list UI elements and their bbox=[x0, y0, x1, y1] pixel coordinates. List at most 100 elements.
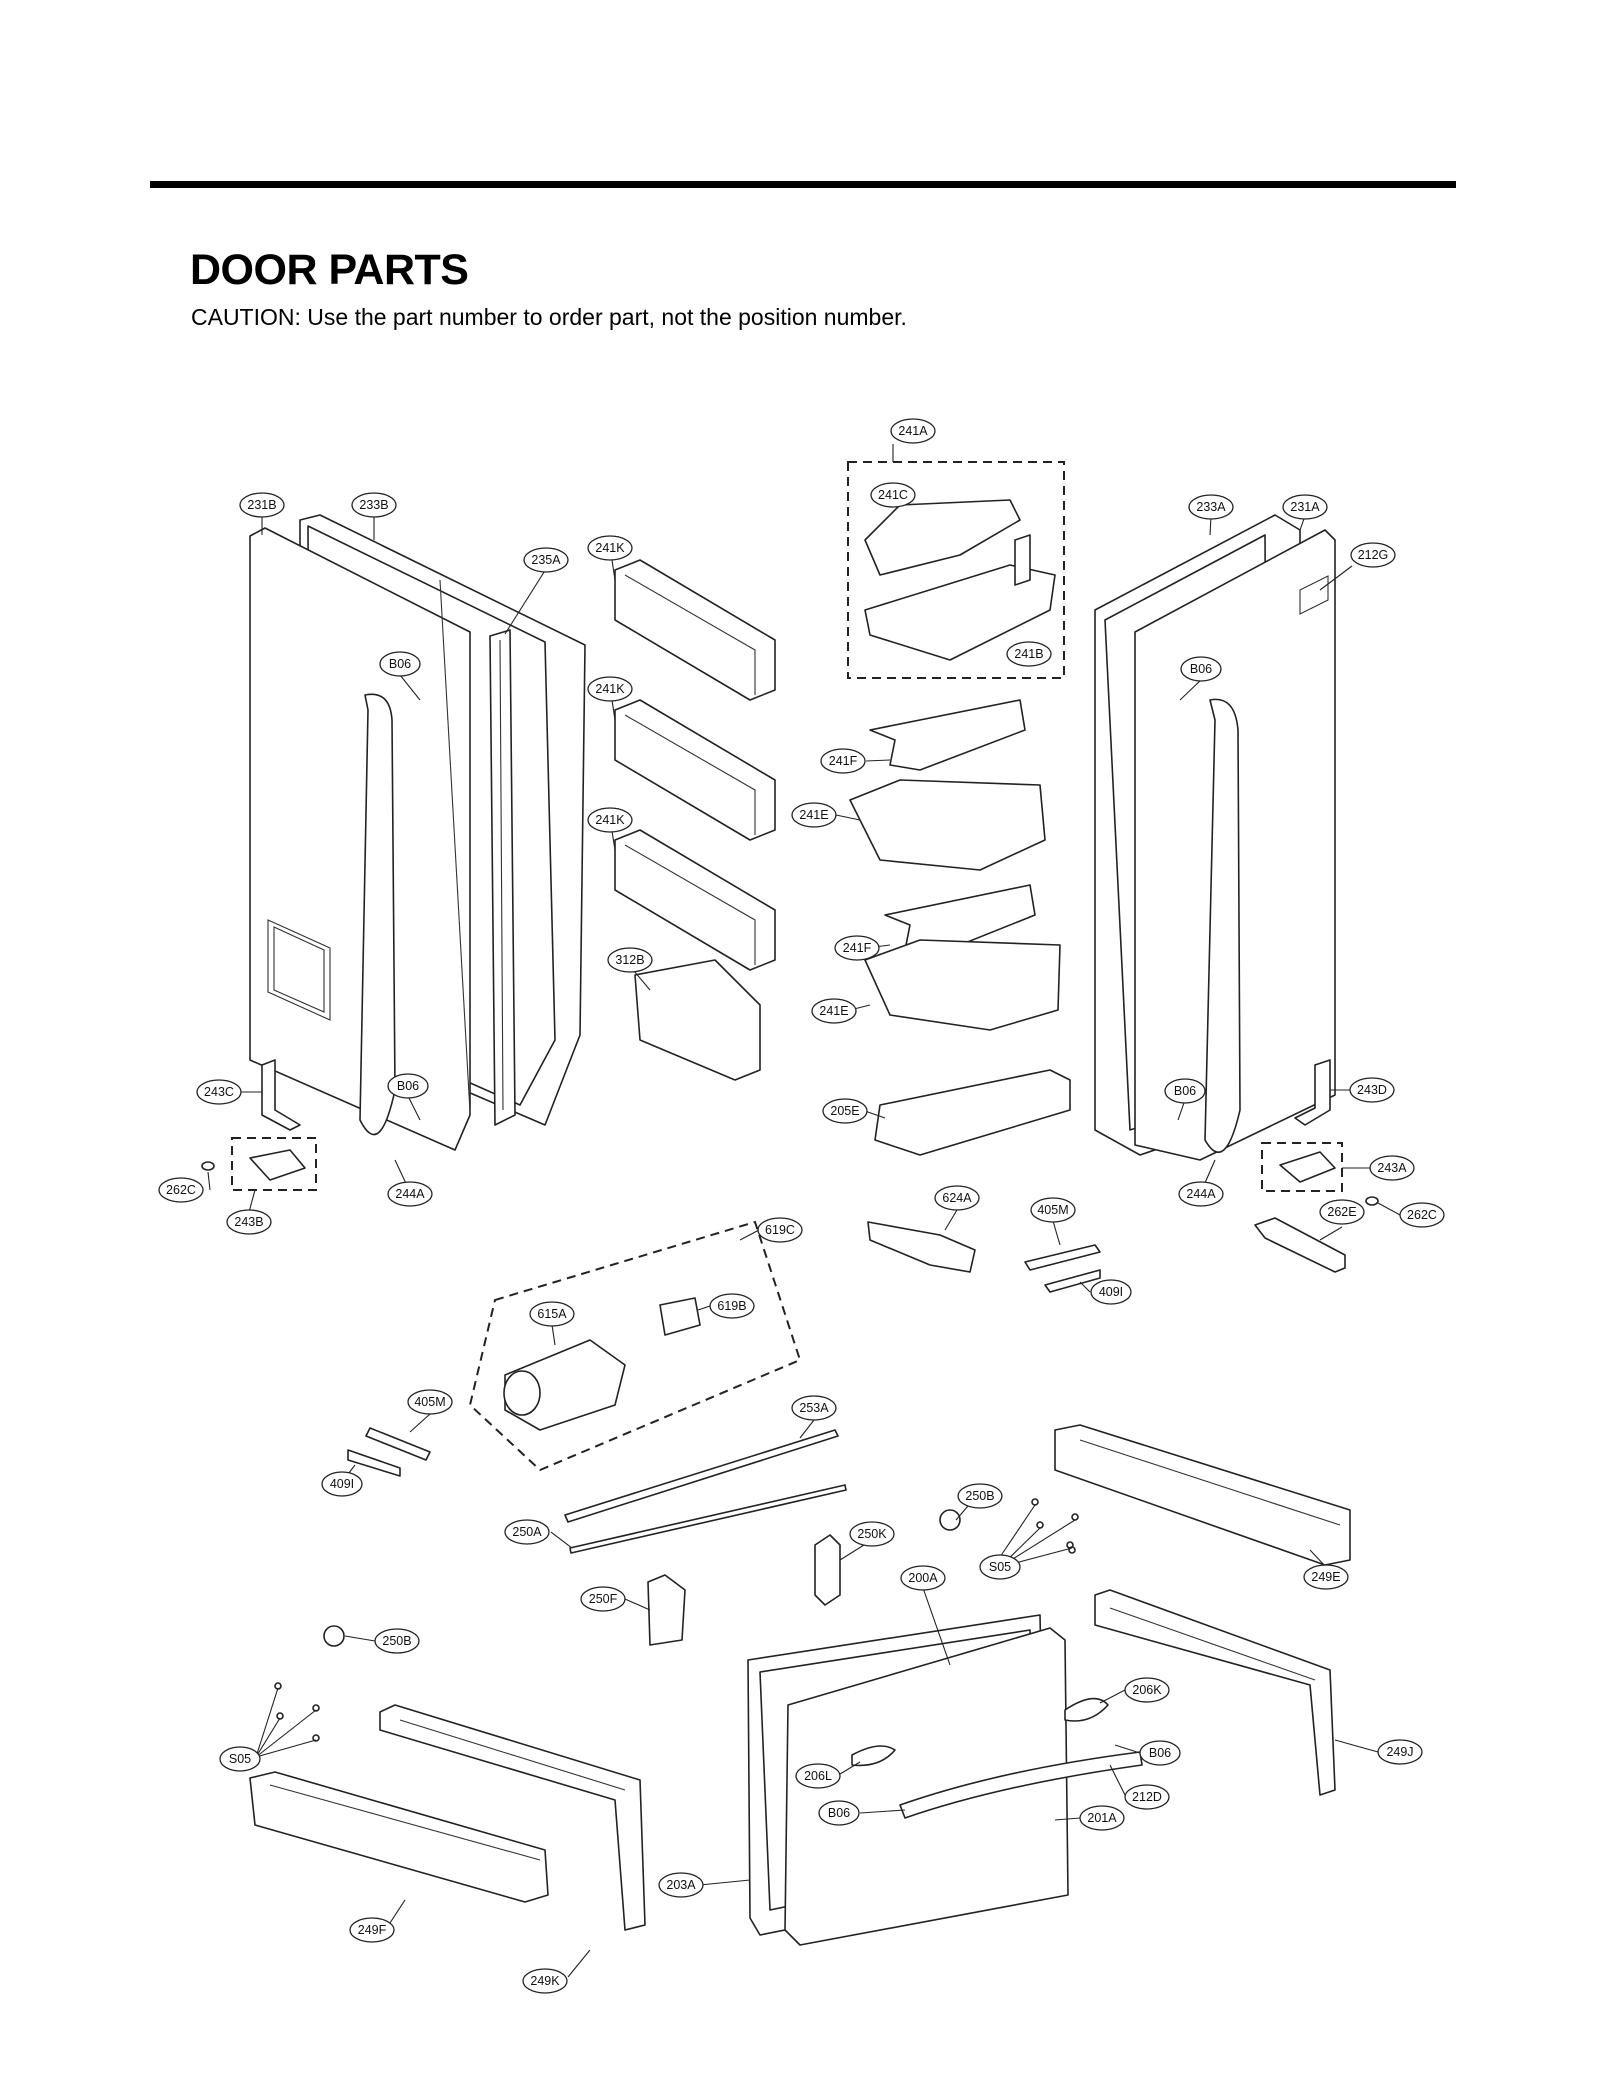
svg-text:624A: 624A bbox=[942, 1191, 972, 1205]
callout-624a: 624A bbox=[934, 1185, 980, 1211]
callout-244a: 244A bbox=[1178, 1181, 1224, 1207]
rails-lower-left bbox=[347, 1427, 431, 1477]
callout-241k: 241K bbox=[587, 807, 633, 833]
svg-text:262C: 262C bbox=[166, 1183, 196, 1197]
callout-249f: 249F bbox=[349, 1917, 395, 1943]
drawer-rail-249j bbox=[1094, 1589, 1336, 1796]
icemaker-valve-group-619c bbox=[468, 1220, 802, 1472]
callout-b06: B06 bbox=[1164, 1078, 1206, 1104]
svg-text:243D: 243D bbox=[1357, 1083, 1387, 1097]
svg-text:262C: 262C bbox=[1407, 1208, 1437, 1222]
svg-text:253A: 253A bbox=[799, 1401, 829, 1415]
callout-262c: 262C bbox=[158, 1177, 204, 1203]
callout-206l: 206L bbox=[795, 1763, 841, 1789]
svg-text:206L: 206L bbox=[804, 1769, 832, 1783]
svg-text:241E: 241E bbox=[799, 808, 828, 822]
callout-labels: 241A 241C 241B 231B 233B 235A 241K 241K … bbox=[158, 418, 1445, 1994]
callout-241k: 241K bbox=[587, 676, 633, 702]
callout-243b: 243B bbox=[226, 1209, 272, 1235]
caution-note: CAUTION: Use the part number to order pa… bbox=[191, 304, 907, 330]
svg-text:409I: 409I bbox=[1099, 1285, 1123, 1299]
svg-text:241C: 241C bbox=[878, 488, 908, 502]
callout-244a: 244A bbox=[387, 1181, 433, 1207]
svg-text:231B: 231B bbox=[247, 498, 276, 512]
svg-text:212D: 212D bbox=[1132, 1790, 1162, 1804]
svg-text:409I: 409I bbox=[330, 1477, 354, 1491]
svg-text:241K: 241K bbox=[595, 541, 625, 555]
small-fastener-parts bbox=[274, 1498, 1079, 1742]
callout-205e: 205E bbox=[822, 1098, 868, 1124]
svg-text:241F: 241F bbox=[843, 941, 872, 955]
callout-212d: 212D bbox=[1124, 1784, 1170, 1810]
svg-text:B06: B06 bbox=[1149, 1746, 1171, 1760]
svg-text:241B: 241B bbox=[1014, 647, 1043, 661]
svg-text:243B: 243B bbox=[234, 1215, 263, 1229]
callout-241f: 241F bbox=[820, 748, 866, 774]
callout-249e: 249E bbox=[1303, 1564, 1349, 1590]
callout-b06: B06 bbox=[818, 1800, 860, 1826]
svg-text:249F: 249F bbox=[358, 1923, 387, 1937]
svg-text:243C: 243C bbox=[204, 1085, 234, 1099]
callout-249j: 249J bbox=[1377, 1739, 1423, 1765]
svg-text:233A: 233A bbox=[1196, 500, 1226, 514]
freezer-drawer-assembly bbox=[747, 1614, 1143, 1946]
svg-text:244A: 244A bbox=[1186, 1187, 1216, 1201]
callout-241e: 241E bbox=[811, 998, 857, 1024]
svg-text:244A: 244A bbox=[395, 1187, 425, 1201]
svg-text:203A: 203A bbox=[666, 1878, 696, 1892]
callout-409i: 409I bbox=[321, 1471, 363, 1497]
svg-text:405M: 405M bbox=[1037, 1203, 1068, 1217]
callout-405m: 405M bbox=[1030, 1197, 1076, 1223]
callout-253a: 253A bbox=[791, 1395, 837, 1421]
svg-text:B06: B06 bbox=[828, 1806, 850, 1820]
svg-text:241F: 241F bbox=[829, 754, 858, 768]
svg-text:241K: 241K bbox=[595, 813, 625, 827]
callout-243c: 243C bbox=[196, 1079, 242, 1105]
left-door-assembly bbox=[249, 514, 586, 1151]
svg-text:206K: 206K bbox=[1132, 1683, 1162, 1697]
header-rule bbox=[150, 181, 1456, 188]
callout-243d: 243D bbox=[1349, 1077, 1395, 1103]
callout-250b: 250B bbox=[374, 1628, 420, 1654]
callout-233b: 233B bbox=[351, 492, 397, 518]
callout-233a: 233A bbox=[1188, 494, 1234, 520]
drawer-rail-249k bbox=[379, 1704, 646, 1931]
gasket-strips bbox=[564, 1429, 847, 1554]
callout-241e: 241E bbox=[791, 802, 837, 828]
svg-text:250A: 250A bbox=[512, 1525, 542, 1539]
svg-text:615A: 615A bbox=[537, 1307, 567, 1321]
callout-231a: 231A bbox=[1282, 494, 1328, 520]
callout-b06: B06 bbox=[1180, 656, 1222, 682]
callout-241k: 241K bbox=[587, 535, 633, 561]
callout-s05: S05 bbox=[219, 1746, 261, 1772]
callout-241c: 241C bbox=[870, 482, 916, 508]
svg-text:241E: 241E bbox=[819, 1004, 848, 1018]
callout-409i: 409I bbox=[1090, 1279, 1132, 1305]
callout-b06: B06 bbox=[379, 651, 421, 677]
callout-619c: 619C bbox=[757, 1217, 803, 1243]
svg-text:201A: 201A bbox=[1087, 1811, 1117, 1825]
callout-262e: 262E bbox=[1319, 1199, 1365, 1225]
callout-b06: B06 bbox=[387, 1073, 429, 1099]
svg-text:619B: 619B bbox=[717, 1299, 746, 1313]
callout-262c: 262C bbox=[1399, 1202, 1445, 1228]
callout-250f: 250F bbox=[580, 1586, 626, 1612]
svg-text:S05: S05 bbox=[229, 1752, 251, 1766]
svg-text:249J: 249J bbox=[1386, 1745, 1413, 1759]
drawer-rail-249e bbox=[1054, 1424, 1351, 1566]
right-door-assembly bbox=[1094, 514, 1336, 1161]
svg-text:250K: 250K bbox=[857, 1527, 887, 1541]
callout-231b: 231B bbox=[239, 492, 285, 518]
callout-312b: 312B bbox=[607, 947, 653, 973]
door-bins-241k bbox=[614, 559, 776, 971]
svg-text:619C: 619C bbox=[765, 1223, 795, 1237]
bracket-312b bbox=[634, 959, 761, 1081]
svg-text:241K: 241K bbox=[595, 682, 625, 696]
callout-250b: 250B bbox=[957, 1483, 1003, 1509]
callout-405m: 405M bbox=[407, 1389, 453, 1415]
svg-text:405M: 405M bbox=[414, 1395, 445, 1409]
callout-b06: B06 bbox=[1139, 1740, 1181, 1766]
svg-text:249K: 249K bbox=[530, 1974, 560, 1988]
callout-s05: S05 bbox=[979, 1554, 1021, 1580]
